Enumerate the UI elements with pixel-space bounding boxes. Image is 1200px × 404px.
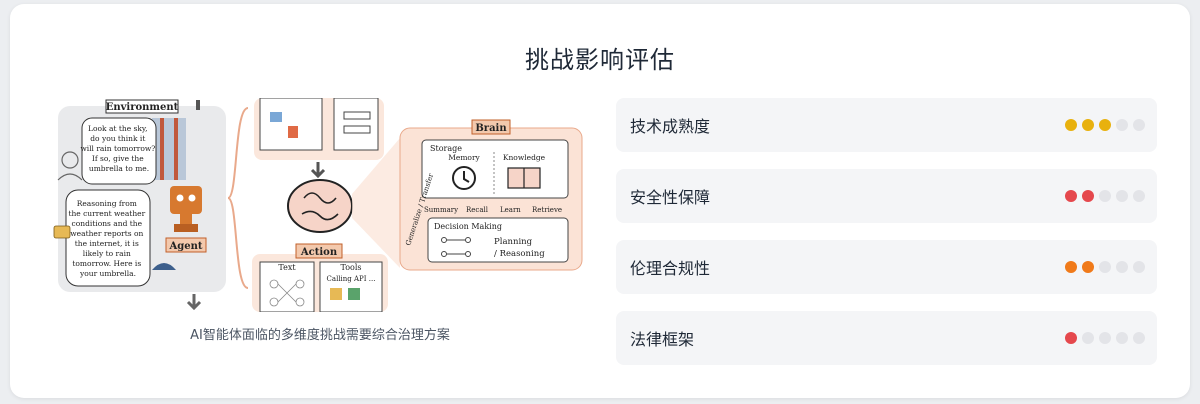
rating-dot-empty xyxy=(1099,190,1111,202)
rating-dots xyxy=(1065,119,1145,131)
rating-label: 安全性保障 xyxy=(630,188,711,207)
rating-row: 法律框架 xyxy=(616,311,1157,365)
rating-dot-filled xyxy=(1082,190,1094,202)
bubble2-line: tomorrow. Here is xyxy=(72,259,141,268)
rating-dot-empty xyxy=(1133,190,1145,202)
rating-dot-empty xyxy=(1099,261,1111,273)
decision-label: Decision Making xyxy=(434,222,502,231)
knowledge-label: Knowledge xyxy=(503,153,546,162)
brain-label: Brain xyxy=(475,123,507,134)
bubble1-line: will rain tomorrow? xyxy=(80,144,155,153)
summary-label: Summary xyxy=(424,206,458,214)
rating-row: 技术成熟度 xyxy=(616,98,1157,152)
agent-framework-figure: Environment Look at the sky, do you thin… xyxy=(53,98,583,312)
text-label: Text xyxy=(278,263,296,272)
rating-label: 技术成熟度 xyxy=(630,117,711,136)
memory-label: Memory xyxy=(448,153,480,162)
rating-label: 法律框架 xyxy=(630,330,695,349)
retrieve-label: Retrieve xyxy=(532,206,562,214)
rating-label: 伦理合规性 xyxy=(630,259,711,278)
planning-label: Planning xyxy=(494,237,533,247)
bubble2-line: your umbrella. xyxy=(79,269,136,278)
rating-dot-filled xyxy=(1065,332,1077,344)
bubble2-line: likely to rain xyxy=(83,249,131,258)
storage-label: Storage xyxy=(430,144,462,153)
rating-list: 技术成熟度安全性保障伦理合规性法律框架 xyxy=(616,98,1157,382)
bubble2-line: Reasoning from xyxy=(77,199,137,208)
rating-dot-filled xyxy=(1082,119,1094,131)
figure-caption: AI智能体面临的多维度挑战需要综合治理方案 xyxy=(190,328,450,343)
action-label: Action xyxy=(300,247,338,258)
reasoning-label: / Reasoning xyxy=(494,249,545,259)
bubble2-line: the internet, it is xyxy=(75,239,139,248)
robot-icon xyxy=(170,186,202,232)
umbrella-icon xyxy=(152,263,176,270)
recall-label: Recall xyxy=(466,206,489,214)
rating-dots xyxy=(1065,332,1145,344)
rating-dot-empty xyxy=(1133,332,1145,344)
folder-icon xyxy=(53,225,71,239)
environment-label: Environment xyxy=(106,102,179,113)
rating-dots xyxy=(1065,190,1145,202)
svg-text:Look at the sky, do you: Look at the sky, do you think it will ra… xyxy=(80,124,157,173)
rating-dot-empty xyxy=(1116,332,1128,344)
rating-dot-filled xyxy=(1065,190,1077,202)
rating-dot-empty xyxy=(1082,332,1094,344)
rating-dot-empty xyxy=(1133,261,1145,273)
bubble2-line: the current weather xyxy=(68,209,145,218)
rating-dot-empty xyxy=(1116,261,1128,273)
bubble2-line: weather reports on xyxy=(70,229,143,238)
person-icon xyxy=(57,151,83,181)
rating-dots xyxy=(1065,261,1145,273)
rating-dot-filled xyxy=(1099,119,1111,131)
rating-dot-empty xyxy=(1099,332,1111,344)
agent-label: Agent xyxy=(168,241,202,252)
challenge-card: 挑战影响评估 Environment Look at the sky, do y… xyxy=(10,4,1190,398)
bubble2-line: conditions and the xyxy=(72,219,143,228)
rating-dot-filled xyxy=(1065,261,1077,273)
bubble1-line: do you think it xyxy=(90,134,145,143)
rating-dot-filled xyxy=(1082,261,1094,273)
page-title: 挑战影响评估 xyxy=(525,46,675,74)
bubble1-line: Look at the sky, xyxy=(88,124,148,133)
svg-text:Summary Recall Lea: Summary Recall Learn Retrieve xyxy=(424,206,562,214)
knowledge-book-icon xyxy=(507,167,541,189)
rating-dot-empty xyxy=(1116,119,1128,131)
rating-row: 伦理合规性 xyxy=(616,240,1157,294)
memory-clock-icon xyxy=(452,166,476,190)
brain-icon xyxy=(287,179,353,233)
calling-api-label: Calling API ... xyxy=(327,275,376,283)
bubble1-line: umbrella to me. xyxy=(89,164,149,173)
learn-label: Learn xyxy=(500,206,521,214)
rating-dot-empty xyxy=(1133,119,1145,131)
rating-dot-filled xyxy=(1065,119,1077,131)
rating-row: 安全性保障 xyxy=(616,169,1157,223)
tools-label: Tools xyxy=(340,263,361,272)
svg-text:Reasoning from the curre: Reasoning from the current weather condi… xyxy=(68,199,147,278)
bubble1-line: If so, give the xyxy=(92,154,144,163)
rating-dot-empty xyxy=(1116,190,1128,202)
